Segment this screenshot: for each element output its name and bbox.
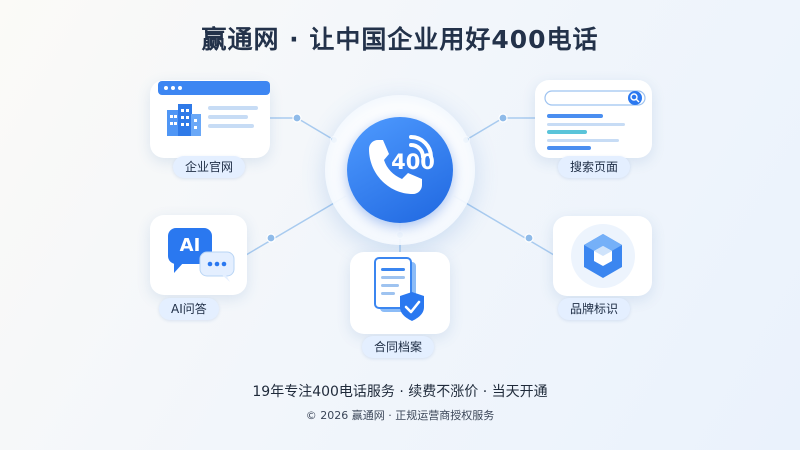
search-card[interactable] — [535, 80, 652, 158]
brand-card[interactable] — [553, 216, 652, 296]
search-page-icon — [544, 90, 646, 150]
brand-label: 品牌标识 — [558, 298, 631, 320]
footer-copyright: © 2026 赢通网 · 正规运营商授权服务 — [305, 409, 495, 422]
website-label: 企业官网 — [173, 156, 246, 178]
badge-number: 400 — [391, 150, 435, 174]
page-title: 赢通网 · 让中国企业用好400电话 — [201, 25, 599, 54]
ai-bubble-text: AI — [179, 235, 201, 256]
chat-bubble-icon — [168, 228, 235, 282]
ai-label: AI问答 — [159, 298, 219, 320]
footer-tagline: 19年专注400电话服务 · 续费不涨价 · 当天开通 — [252, 384, 548, 400]
phone-icon — [369, 135, 433, 194]
document-icon — [374, 257, 424, 321]
building-icon — [167, 104, 201, 136]
contract-card[interactable] — [350, 252, 450, 334]
hexagon-cube-icon — [571, 224, 635, 288]
search-label: 搜索页面 — [558, 156, 631, 178]
website-card[interactable] — [150, 80, 270, 158]
search-icon — [630, 93, 640, 103]
contract-label: 合同档案 — [362, 336, 435, 358]
phone-badge — [347, 117, 453, 223]
browser-window-icon — [158, 81, 270, 136]
shield-check-icon — [400, 292, 424, 321]
ai-card[interactable] — [150, 215, 247, 295]
